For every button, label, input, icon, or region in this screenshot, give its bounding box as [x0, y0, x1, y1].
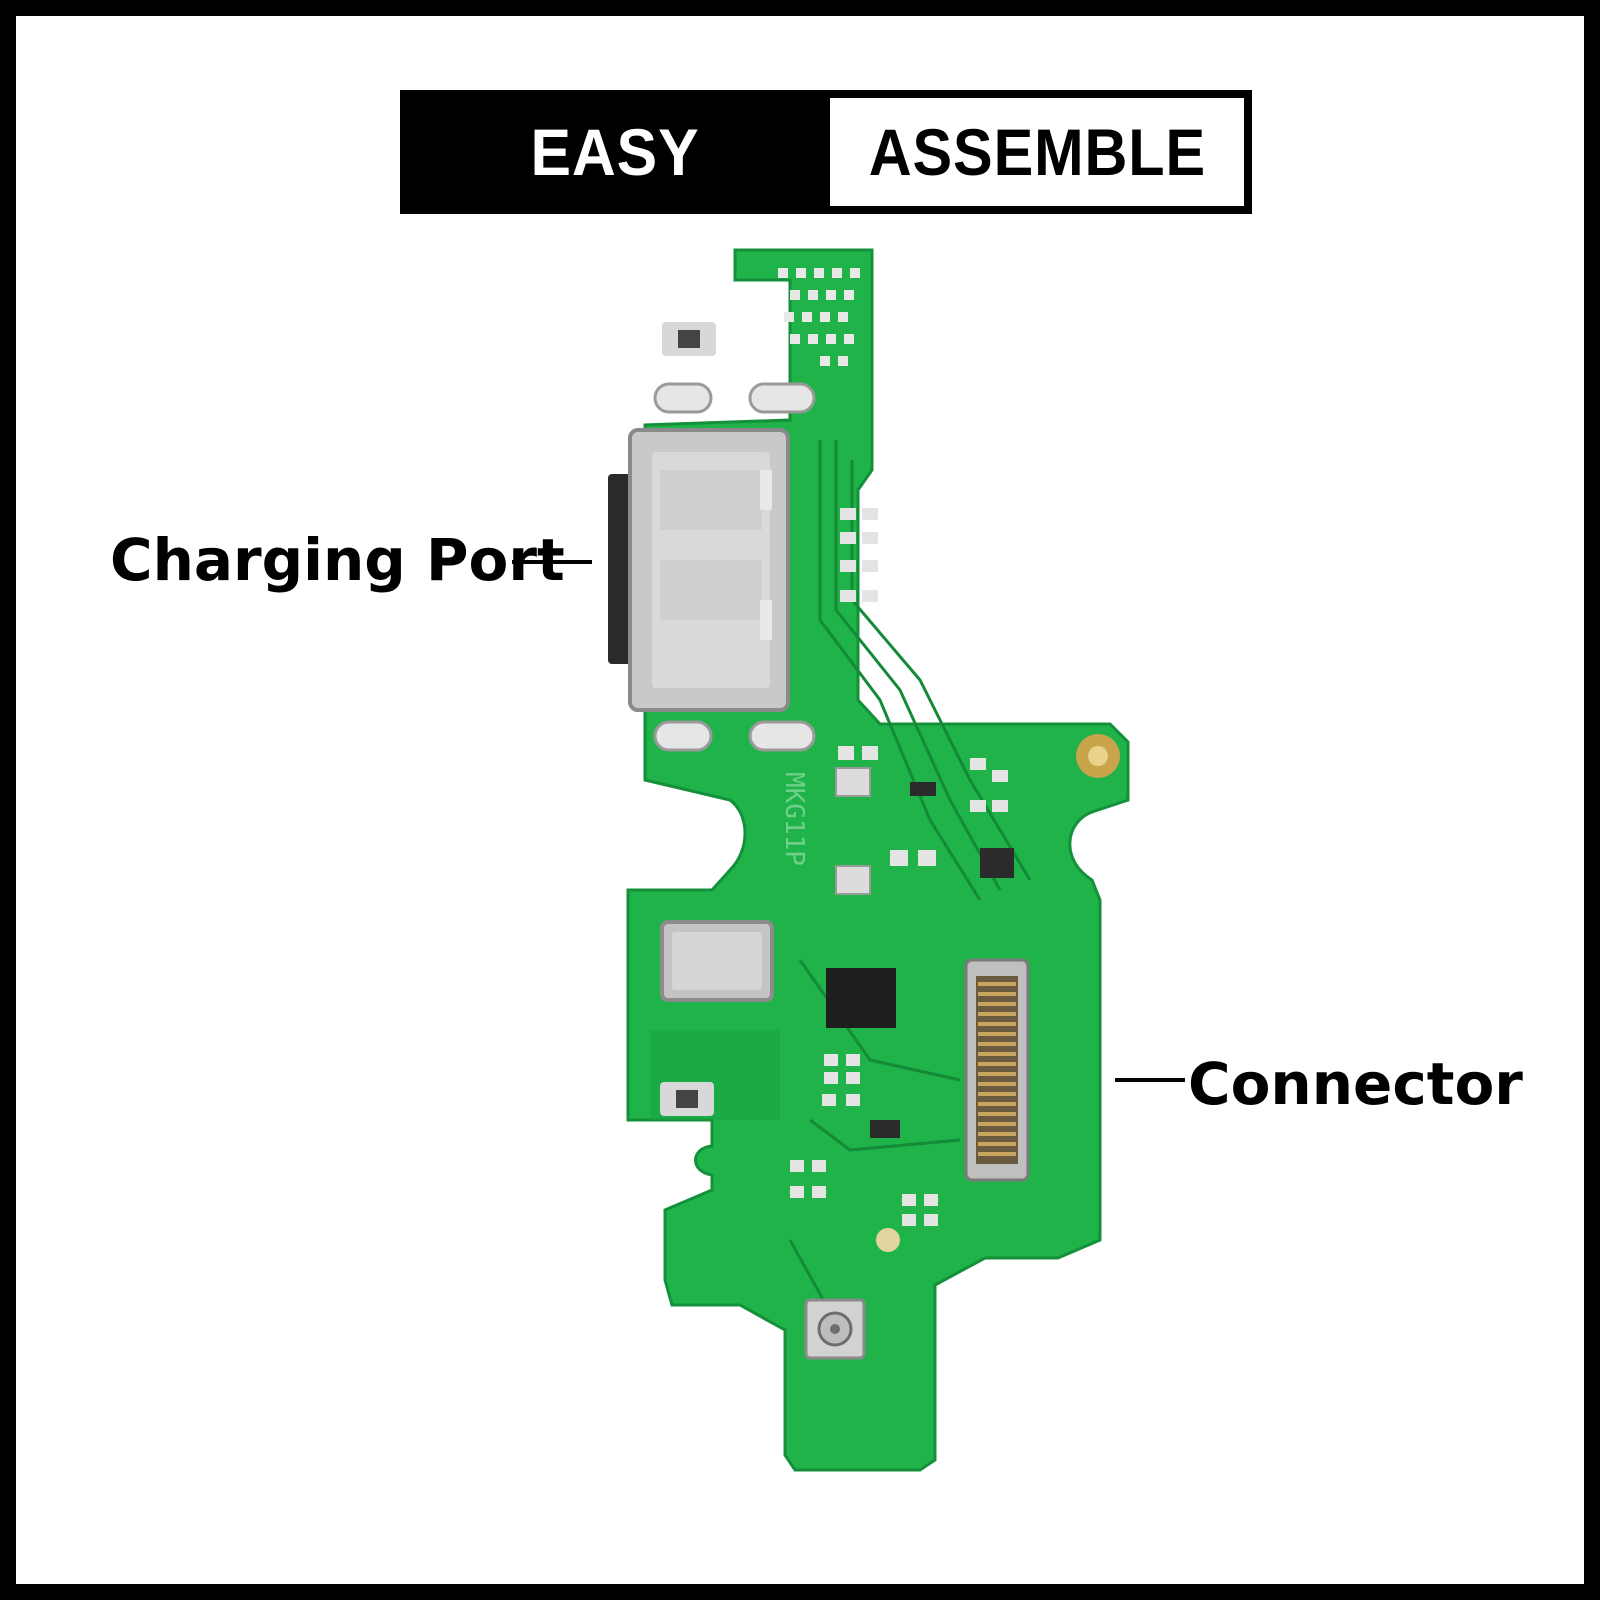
- connector-leader-line: [1115, 1078, 1185, 1082]
- usb-c-port: [608, 428, 790, 712]
- square-component-1: [835, 767, 871, 797]
- mount-pad-top-left: [653, 382, 713, 414]
- antenna-connector: [804, 1298, 866, 1360]
- mount-pad-top-right: [748, 382, 816, 414]
- charging-port-leader-line: [512, 560, 592, 564]
- mount-pad-mid-right: [748, 720, 816, 752]
- test-point: [876, 1228, 900, 1252]
- connector-label: Connector: [1188, 1050, 1523, 1118]
- charging-port-label: Charging Port: [110, 526, 565, 594]
- smd-components: [790, 508, 1008, 1226]
- pcb-traces: [788, 440, 1032, 1331]
- square-component-2: [835, 865, 871, 895]
- ic-chip: [826, 968, 896, 1028]
- dark-components: [870, 782, 1014, 1138]
- microphone-shield: [660, 920, 774, 1002]
- banner-assemble-text: ASSEMBLE: [868, 115, 1206, 189]
- banner-assemble-box: ASSEMBLE: [830, 98, 1244, 206]
- mounting-hole-center: [1088, 746, 1108, 766]
- banner-easy-text: EASY: [530, 115, 700, 189]
- top-sensor-component: [662, 322, 716, 356]
- board-marking: MKG11P: [779, 772, 809, 866]
- top-smd-grid: [778, 268, 860, 366]
- board-to-board-connector: [964, 958, 1030, 1182]
- mount-pad-mid-left: [653, 720, 713, 752]
- bottom-sensor-component: [660, 1082, 714, 1116]
- easy-assemble-banner: EASY ASSEMBLE: [400, 90, 1252, 214]
